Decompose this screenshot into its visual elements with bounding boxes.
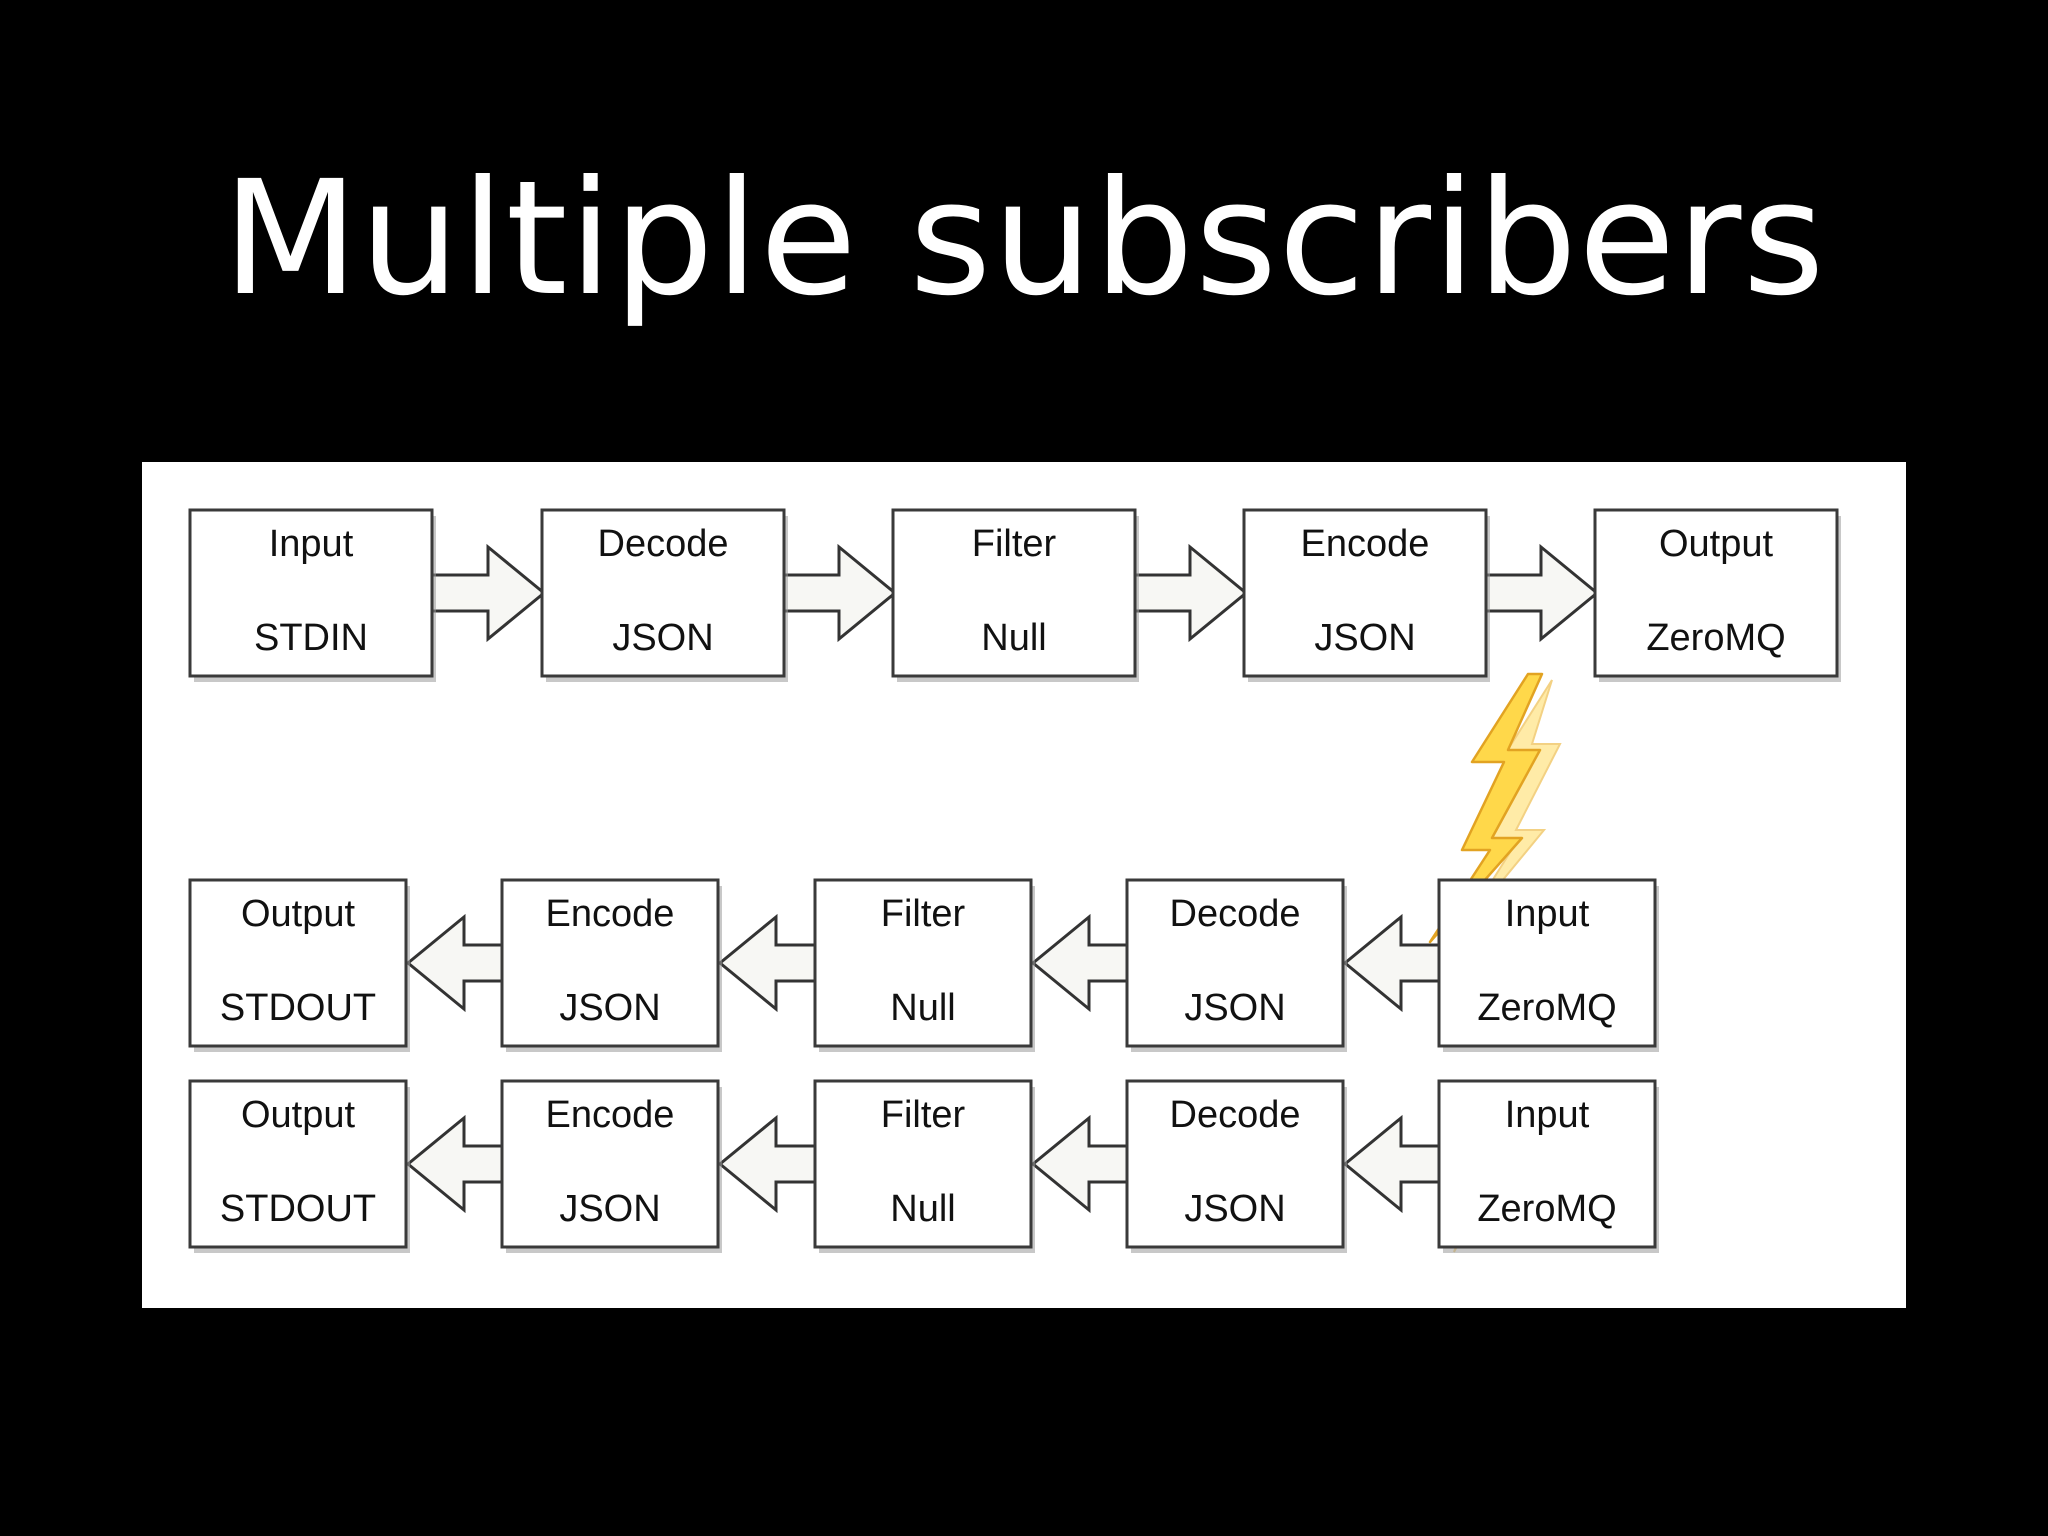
flow-arrow-right <box>426 543 547 643</box>
stage-value-label: ZeroMQ <box>1477 987 1616 1029</box>
stage-value-label: STDOUT <box>220 1188 376 1230</box>
stage-box-frame <box>540 508 786 678</box>
stage-name-label: Output <box>1659 523 1774 565</box>
flow-arrow-left <box>717 913 821 1013</box>
flow-arrow-left <box>1030 1114 1133 1214</box>
stage-name-label: Output <box>241 893 356 935</box>
flow-arrow-right <box>778 543 898 643</box>
stage-box-frame <box>500 1079 720 1249</box>
stage-box-frame <box>813 1079 1033 1249</box>
stage-value-label: STDIN <box>254 617 368 659</box>
stage-box-frame <box>500 878 720 1048</box>
stage-name-label: Decode <box>1170 1094 1301 1136</box>
stage-box-frame <box>1125 878 1345 1048</box>
stage-value-label: STDOUT <box>220 987 376 1029</box>
stage-box-frame <box>1437 878 1657 1048</box>
stage-name-label: Filter <box>881 1094 966 1136</box>
flow-arrow-left <box>1342 1114 1445 1214</box>
stage-value-label: JSON <box>1184 1188 1285 1230</box>
stage-value-label: JSON <box>1184 987 1285 1029</box>
stage-box-frame <box>1125 1079 1345 1249</box>
pipeline-diagram-canvas: InputSTDINDecodeJSONFilterNullEncodeJSON… <box>188 508 1841 1253</box>
stage-name-label: Input <box>269 523 354 565</box>
stage-box-frame <box>188 508 434 678</box>
slide-title: Multiple subscribers <box>222 147 1826 331</box>
stage-box-frame <box>1593 508 1839 678</box>
stage-name-label: Filter <box>972 523 1057 565</box>
flow-arrow-left <box>405 913 508 1013</box>
flow-arrow-left <box>1342 913 1445 1013</box>
stage-value-label: Null <box>890 987 955 1029</box>
stage-box-frame <box>891 508 1137 678</box>
flow-arrow-right <box>1480 543 1600 643</box>
stage-name-label: Input <box>1505 1094 1590 1136</box>
flow-arrow-right <box>1129 543 1249 643</box>
stage-value-label: JSON <box>559 987 660 1029</box>
stage-name-label: Decode <box>1170 893 1301 935</box>
stage-value-label: JSON <box>612 617 713 659</box>
stage-name-label: Encode <box>1301 523 1430 565</box>
flow-arrow-left <box>1030 913 1133 1013</box>
stage-value-label: Null <box>890 1188 955 1230</box>
stage-box-frame <box>188 1079 408 1249</box>
stage-value-label: ZeroMQ <box>1646 617 1785 659</box>
stage-name-label: Encode <box>546 1094 675 1136</box>
arrows-layer <box>405 543 1600 1214</box>
stage-box-frame <box>1242 508 1488 678</box>
stage-value-label: Null <box>981 617 1046 659</box>
stage-name-label: Filter <box>881 893 966 935</box>
stage-name-label: Input <box>1505 893 1590 935</box>
stage-name-label: Decode <box>598 523 729 565</box>
flow-arrow-left <box>405 1114 508 1214</box>
stage-name-label: Encode <box>546 893 675 935</box>
boxes-layer: InputSTDINDecodeJSONFilterNullEncodeJSON… <box>188 508 1841 1253</box>
stage-box-frame <box>813 878 1033 1048</box>
stage-value-label: JSON <box>1314 617 1415 659</box>
stage-name-label: Output <box>241 1094 356 1136</box>
stage-value-label: ZeroMQ <box>1477 1188 1616 1230</box>
stage-value-label: JSON <box>559 1188 660 1230</box>
flow-arrow-left <box>717 1114 821 1214</box>
stage-box-frame <box>1437 1079 1657 1249</box>
stage-box-frame <box>188 878 408 1048</box>
